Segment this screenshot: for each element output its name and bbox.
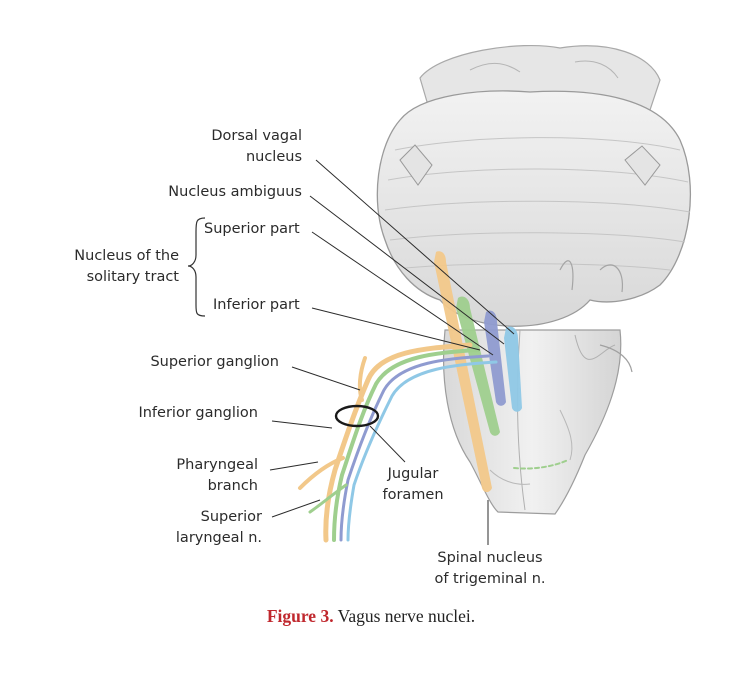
dorsal-vagal-column — [504, 326, 522, 412]
label-superior-ganglion: Superior ganglion — [150, 354, 279, 370]
solitary-tract-column — [456, 296, 500, 436]
label-superior-part: Superior part — [204, 221, 300, 237]
label-nucleus-ambiguus: Nucleus ambiguus — [168, 184, 302, 200]
figure-caption: Figure 3. Vagus nerve nuclei. — [0, 606, 742, 627]
label-spinal-nucleus-trigeminal: Spinal nucleus of trigeminal n. — [434, 550, 546, 587]
pons — [376, 90, 691, 327]
jugular-foramen-ring — [334, 404, 380, 428]
label-nucleus-solitary-tract: Nucleus of the solitary tract — [74, 248, 179, 285]
vagus-nerve — [298, 342, 569, 543]
label-superior-laryngeal-n: Superior laryngeal n. — [175, 509, 262, 546]
label-jugular-foramen: Jugular foramen — [382, 466, 444, 503]
label-pharyngeal-branch: Pharyngeal branch — [176, 457, 258, 494]
nuclei — [434, 251, 522, 493]
leader-lines — [269, 159, 515, 545]
solitary-bracket — [187, 217, 206, 317]
ambiguus-column — [484, 310, 506, 406]
label-dorsal-vagal-nucleus: Dorsal vagal nucleus — [211, 128, 302, 165]
figure-number: Figure 3. — [266, 606, 334, 626]
spinal-trigeminal-column — [434, 251, 492, 493]
figure-caption-text: Vagus nerve nuclei. — [333, 606, 476, 626]
label-inferior-ganglion: Inferior ganglion — [138, 405, 258, 421]
label-inferior-part: Inferior part — [213, 297, 300, 313]
